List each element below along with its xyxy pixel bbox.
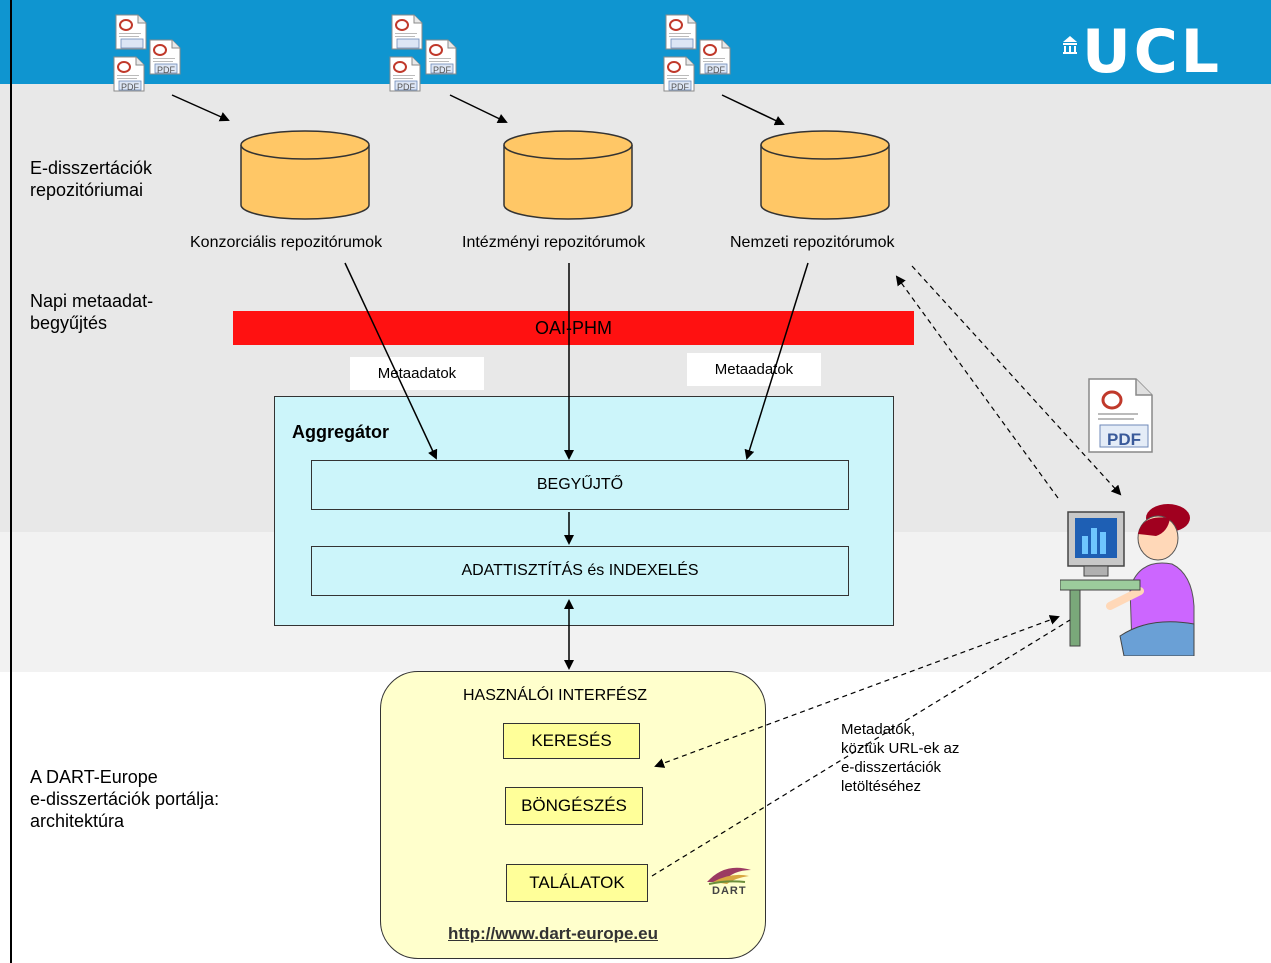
cleaning-indexing-label: ADATTISZTÍTÁS és INDEXELÉS	[461, 562, 699, 579]
repository-label-2: Intézményi repozitórumok	[462, 234, 646, 251]
repository-cylinder-1-icon	[240, 130, 370, 220]
frame-left	[10, 0, 12, 963]
repository-label-3: Nemzeti repozitórumok	[730, 234, 895, 251]
pdf-label-3a: PDF	[707, 65, 725, 75]
results-to-user-dashed	[651, 619, 1071, 877]
browse-button[interactable]: BÖNGÉSZÉS	[505, 787, 643, 825]
repositories-band	[0, 84, 1271, 312]
dart-logo-icon	[707, 867, 751, 885]
pdf-label-3b: PDF	[671, 82, 689, 92]
dart-logo-text: DART	[712, 885, 747, 897]
repository-cylinder-3-icon	[760, 130, 890, 220]
pdf-label-2a: PDF	[433, 65, 451, 75]
user-to-national-repo-dashed-2	[911, 265, 1122, 496]
ucl-portico-icon	[1063, 36, 1077, 54]
user-interface-title: HASZNÁLÓI INTERFÉSZ	[463, 687, 648, 704]
pdf-to-repo-arrow-3	[721, 94, 785, 126]
ucl-logo: UCL	[1060, 22, 1260, 82]
header-band	[0, 0, 1271, 84]
search-button-label: KERESÉS	[531, 731, 612, 750]
pdf-label-2b: PDF	[397, 82, 415, 92]
cleaning-indexing-box: ADATTISZTÍTÁS és INDEXELÉS	[311, 546, 849, 596]
repository-label-1: Konzorciális repozitórumok	[190, 234, 383, 251]
user-at-computer-icon	[1060, 504, 1195, 656]
pdf-to-repo-arrow-2	[449, 94, 508, 124]
aggregator-title: Aggregátor	[292, 422, 390, 442]
harvester-label: BEGYŰJTŐ	[536, 476, 624, 493]
pdf-to-repo-arrow-1	[171, 94, 230, 122]
pdf-label-1b: PDF	[121, 82, 139, 92]
repository-cylinder-2-icon	[503, 130, 633, 220]
search-button[interactable]: KERESÉS	[503, 723, 640, 759]
pdf-label-1a: PDF	[157, 65, 175, 75]
browse-button-label: BÖNGÉSZÉS	[521, 796, 627, 815]
metadata-label-left: Metaadatok	[350, 357, 484, 390]
user-to-search-dashed	[654, 615, 1060, 768]
pdf-document-label: PDF	[1107, 430, 1141, 449]
ucl-logo-text: UCL	[1082, 17, 1222, 87]
oai-pmh-label: OAI-PHM	[534, 317, 612, 338]
harvesting-side-label: Napi metaadat- begyűjtés	[30, 291, 154, 333]
user-to-national-repo-dashed-1	[895, 275, 1059, 499]
results-button[interactable]: TALÁLATOK	[506, 864, 648, 902]
portal-url-link[interactable]: http://www.dart-europe.eu	[448, 924, 658, 943]
repositories-side-label: E-disszertációk repozitóriumai	[30, 158, 153, 200]
portal-side-label: A DART-Europe e-disszertációk portálja: …	[30, 767, 220, 831]
harvester-box: BEGYŰJTŐ	[311, 460, 849, 510]
pdf-document-icon	[1088, 378, 1153, 453]
results-button-label: TALÁLATOK	[529, 873, 625, 892]
repo-1-harvest-arrow	[344, 262, 438, 460]
repo-3-harvest-arrow	[744, 262, 809, 460]
oai-pmh-bar: OAI-PHM	[233, 311, 914, 345]
